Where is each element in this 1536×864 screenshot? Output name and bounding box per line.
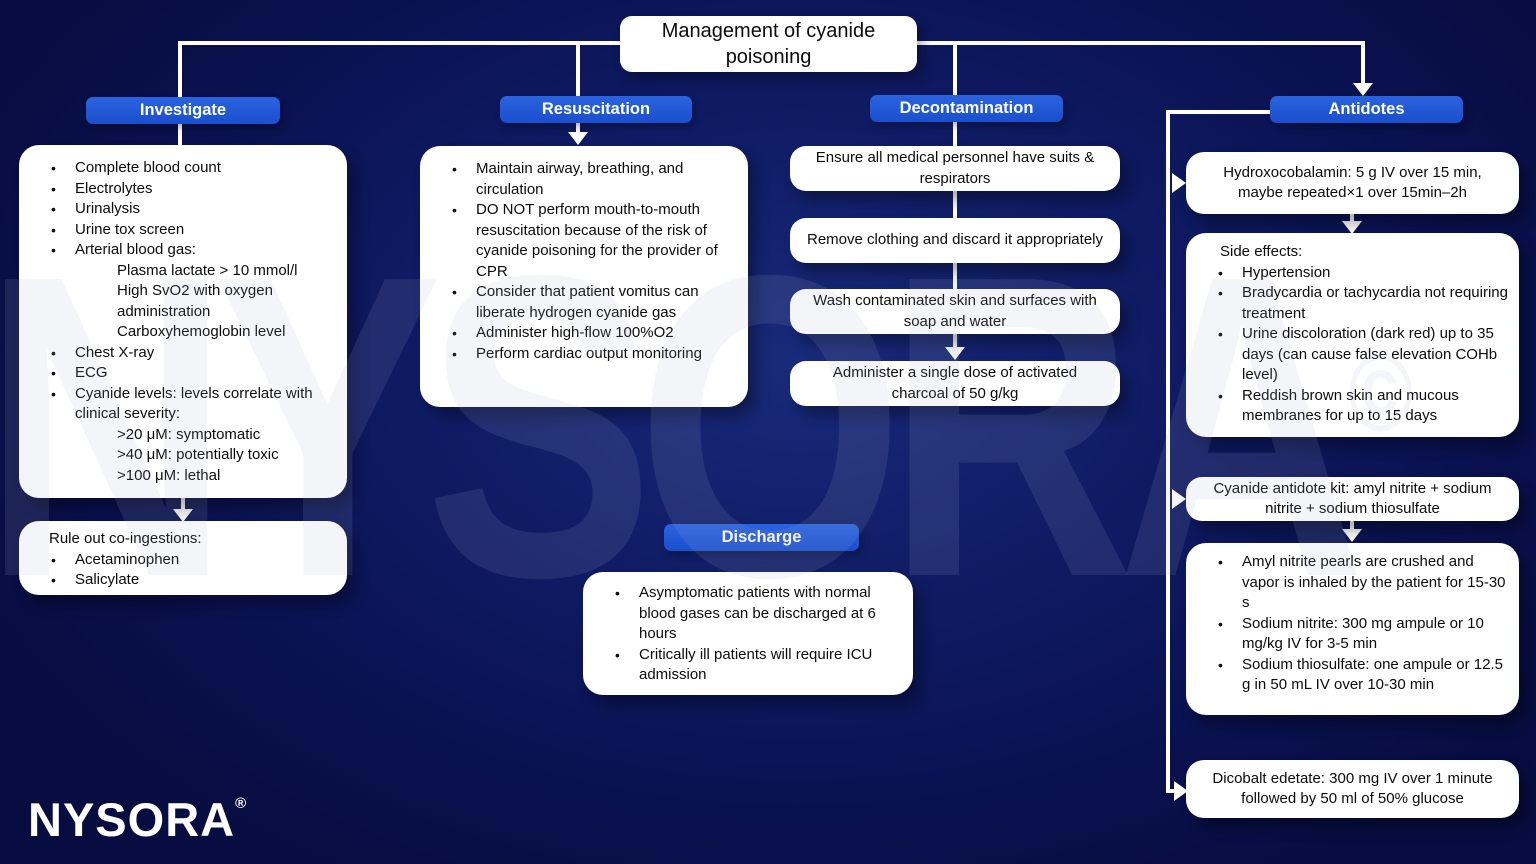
dicobalt-card: Dicobalt edetate: 300 mg IV over 1 minut…	[1186, 760, 1519, 818]
connector-resuscitation-drop	[576, 41, 580, 134]
decontamination-step-card: Ensure all medical personnel have suits …	[790, 146, 1120, 191]
connector-kit-details	[1350, 521, 1354, 532]
connector-antidotes-rail	[1166, 110, 1170, 793]
section-header-decontamination: Decontamination	[870, 95, 1063, 122]
list-item: Urine discoloration (dark red) up to 35 …	[1186, 324, 1519, 386]
decontamination-step-card: Wash contaminated skin and surfaces with…	[790, 289, 1120, 334]
list-item: Reddish brown skin and mucous membranes …	[1186, 386, 1519, 427]
list-item: Perform cardiac output monitoring	[420, 344, 748, 365]
list-subitem: >40 μM: potentially toxic	[117, 446, 279, 463]
decontamination-step-card: Remove clothing and discard it appropria…	[790, 218, 1120, 263]
list-item: Complete blood count	[19, 158, 347, 179]
list-subitem: High SvO2 with oxygen administration	[117, 282, 273, 320]
arrow-right-icon	[1174, 781, 1188, 801]
kit-details-card: Amyl nitrite pearls are crushed and vapo…	[1186, 543, 1519, 715]
connector-antidotes-rail-bottom	[1166, 789, 1176, 793]
arrow-right-icon	[1172, 173, 1186, 193]
list-subitem: >20 μM: symptomatic	[117, 425, 261, 443]
list-item: Sodium nitrite: 300 mg ampule or 10 mg/k…	[1186, 614, 1519, 655]
list-item: Administer high-flow 100%O2	[420, 323, 748, 344]
list-item: ECG	[19, 363, 347, 384]
card-heading: Rule out co-ingestions:	[49, 530, 202, 547]
resuscitation-card: Maintain airway, breathing, and circulat…	[420, 146, 748, 407]
list-item: Sodium thiosulfate: one ampule or 12.5 g…	[1186, 655, 1519, 696]
discharge-card: Asymptomatic patients with normal blood …	[583, 572, 913, 695]
list-item: Electrolytes	[19, 179, 347, 200]
list-item: Chest X-ray	[19, 343, 347, 364]
registered-trademark-icon: ®	[235, 795, 247, 812]
section-header-investigate: Investigate	[86, 97, 280, 124]
list-item: Consider that patient vomitus can libera…	[420, 282, 748, 323]
connector-investigate-ruleout	[181, 498, 185, 511]
list-item: Salicylate	[19, 570, 347, 591]
list-item: Asymptomatic patients with normal blood …	[583, 583, 913, 645]
connector-investigate-drop	[178, 41, 182, 146]
list-item: Bradycardia or tachycardia not requiring…	[1186, 283, 1519, 324]
arrow-right-icon	[1172, 489, 1186, 509]
decontamination-step-card: Administer a single dose of activated ch…	[790, 361, 1120, 406]
list-item: Urine tox screen	[19, 220, 347, 241]
list-item: Critically ill patients will require ICU…	[583, 645, 913, 686]
flowchart-title: Management of cyanide poisoning	[620, 16, 917, 72]
list-item: Acetaminophen	[19, 550, 347, 571]
list-subitem: Plasma lactate > 10 mmol/l	[117, 261, 298, 279]
section-header-resuscitation: Resuscitation	[500, 96, 692, 123]
rule-out-card: Rule out co-ingestions: Acetaminophen Sa…	[19, 521, 347, 595]
list-item: Arterial blood gas:	[19, 240, 347, 261]
arrow-down-icon	[1342, 529, 1362, 542]
list-item: DO NOT perform mouth-to-mouth resuscitat…	[420, 200, 748, 282]
card-heading: Side effects:	[1220, 243, 1303, 260]
arrow-down-icon	[568, 132, 588, 145]
section-header-antidotes: Antidotes	[1270, 96, 1463, 123]
list-subitem: >100 μM: lethal	[117, 466, 221, 484]
connector-antidotes-rail-top	[1166, 110, 1270, 114]
connector-hydroxo-sideeffects	[1350, 214, 1354, 224]
investigate-card: Complete blood count Electrolytes Urinal…	[19, 145, 347, 498]
list-item: Maintain airway, breathing, and circulat…	[420, 159, 748, 200]
list-item: Urinalysis	[19, 199, 347, 220]
section-header-discharge: Discharge	[664, 524, 859, 551]
cyanide-antidote-kit-card: Cyanide antidote kit: amyl nitrite + sod…	[1186, 477, 1519, 521]
list-subitem: Carboxyhemoglobin level	[117, 323, 286, 340]
list-item: Hypertension	[1186, 263, 1519, 284]
connector-decontamination-drop	[953, 41, 957, 349]
arrow-down-icon	[173, 509, 193, 522]
list-item: Cyanide levels: levels correlate with cl…	[19, 384, 347, 425]
list-item: Amyl nitrite pearls are crushed and vapo…	[1186, 552, 1519, 614]
arrow-down-icon	[945, 347, 965, 360]
arrow-down-icon	[1342, 221, 1362, 234]
hydroxocobalamin-card: Hydroxocobalamin: 5 g IV over 15 min, ma…	[1186, 152, 1519, 214]
arrow-down-icon	[1353, 83, 1373, 96]
nysora-logo: NYSORA®	[28, 793, 247, 846]
connector-antidotes-drop	[1361, 41, 1365, 85]
side-effects-card: Side effects: Hypertension Bradycardia o…	[1186, 233, 1519, 437]
